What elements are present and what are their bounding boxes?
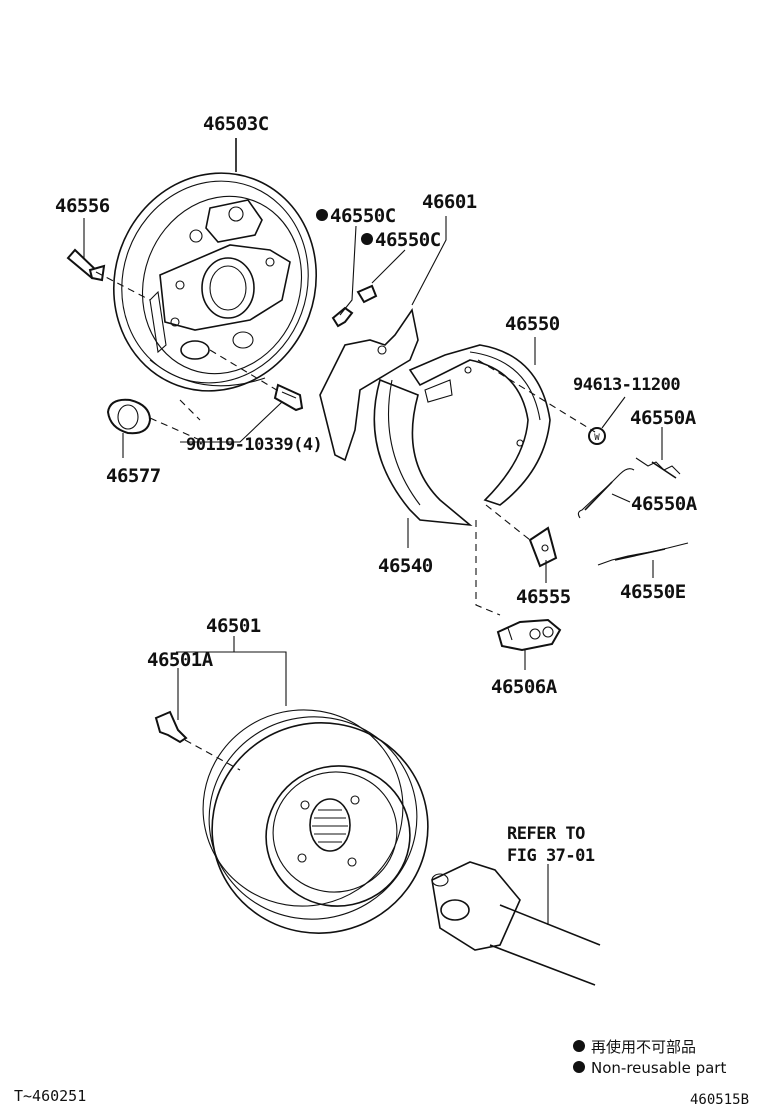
spring-46550A-2 xyxy=(577,468,635,519)
plug-46577 xyxy=(106,398,152,435)
bolt-46556 xyxy=(66,248,106,282)
label-46550A-2: 46550A xyxy=(631,493,698,515)
adjuster-46555 xyxy=(528,526,558,568)
label-46577: 46577 xyxy=(106,465,161,487)
brake-drum xyxy=(202,709,429,934)
label-90119-10339: 90119-10339(4) xyxy=(186,435,322,455)
label-46540: 46540 xyxy=(378,555,433,577)
backing-plate xyxy=(112,172,318,392)
axle-shaft xyxy=(431,861,601,986)
legend: 再使用不可部品 Non-reusable part xyxy=(573,1038,726,1077)
label-46556: 46556 xyxy=(55,195,110,217)
bolt-90119 xyxy=(273,383,304,412)
legend-dot-icon xyxy=(573,1040,585,1052)
parking-strut xyxy=(319,307,419,462)
label-46506A: 46506A xyxy=(491,676,558,698)
label-46550C-1: 46550C xyxy=(330,205,396,227)
non-reusable-dot xyxy=(361,233,373,245)
label-46501: 46501 xyxy=(206,615,261,637)
legend-line-en: Non-reusable part xyxy=(591,1059,726,1077)
brake-shoes xyxy=(373,344,551,527)
label-46550A-1: 46550A xyxy=(630,407,697,429)
clip-46550C xyxy=(331,284,378,328)
assembly-lines xyxy=(95,271,596,771)
washer-mark-text: W xyxy=(594,433,600,443)
refer-fig-text: FIG 37-01 xyxy=(507,846,595,866)
label-46503C: 46503C xyxy=(203,113,269,135)
label-46501A: 46501A xyxy=(147,649,214,671)
refer-to-text: REFER TO xyxy=(507,824,585,844)
legend-dot-icon xyxy=(573,1061,585,1073)
adjuster-46506A xyxy=(496,618,562,652)
label-46550C-2: 46550C xyxy=(375,229,441,251)
leader-lines xyxy=(83,138,663,925)
label-46555: 46555 xyxy=(516,586,571,608)
spring-46550E xyxy=(597,542,689,566)
spring-46550A-1 xyxy=(635,457,681,479)
label-46550: 46550 xyxy=(505,313,560,335)
footer-right-code: 460515B xyxy=(690,1092,749,1108)
label-46550E: 46550E xyxy=(620,581,686,603)
legend-line-ja: 再使用不可部品 xyxy=(591,1038,696,1056)
non-reusable-dot xyxy=(316,209,328,221)
label-46601: 46601 xyxy=(422,191,477,213)
footer-left-code: T~460251 xyxy=(14,1087,86,1105)
washer-94613: W xyxy=(588,427,606,445)
hub-bolt-46501A xyxy=(154,710,188,744)
label-94613-11200: 94613-11200 xyxy=(573,375,680,395)
